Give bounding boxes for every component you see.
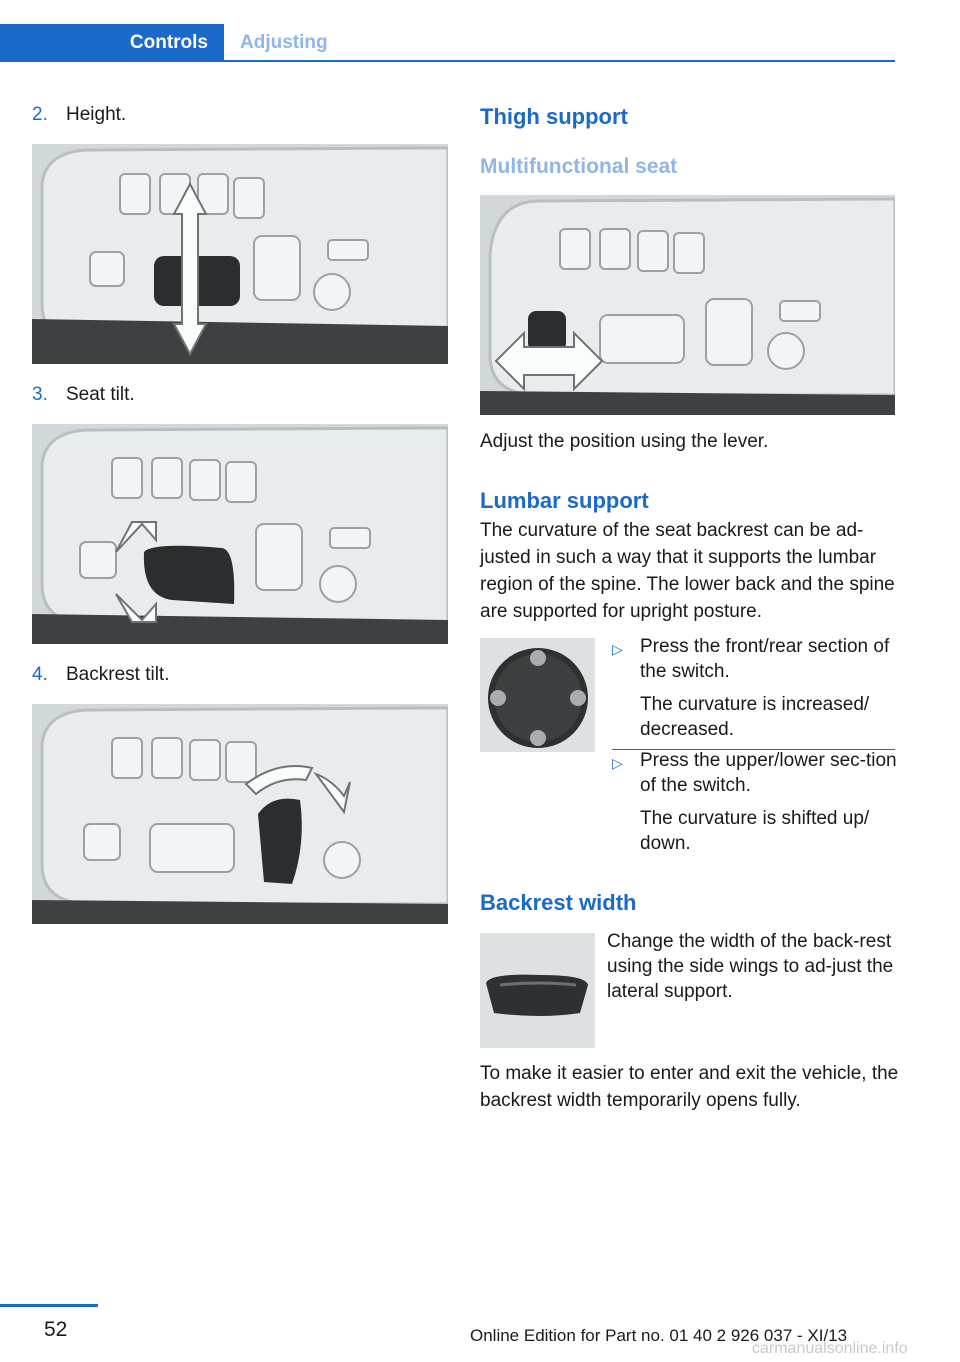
lumbar-support-text: The curvature of the seat backrest can b… <box>480 520 895 622</box>
watermark: carmanualsonline.info <box>752 1340 908 1357</box>
page-number: 52 <box>44 1318 68 1341</box>
height-illustration <box>32 144 448 364</box>
chapter-header: Controls Adjusting <box>0 24 895 62</box>
footer-rule <box>0 1304 98 1307</box>
lumbar-switch-illustration <box>480 638 595 752</box>
triangle-bullet-icon: ▷ <box>612 641 623 657</box>
step-seat-tilt: 3. Seat tilt. <box>32 384 135 406</box>
header-rule <box>224 60 895 62</box>
bullet-text: Press the upper/lower sec‐tion of the sw… <box>640 750 897 796</box>
bullet-text: Press the front/rear section of the swit… <box>640 636 890 682</box>
step-backrest-tilt: 4. Backrest tilt. <box>32 664 169 686</box>
step-label: Backrest tilt. <box>66 664 170 685</box>
step-number: 3. <box>32 384 48 405</box>
tab-controls[interactable]: Controls <box>0 24 224 62</box>
step-number: 2. <box>32 104 48 125</box>
step-label: Seat tilt. <box>66 384 135 405</box>
backrest-width-heading: Backrest width <box>480 890 637 915</box>
thigh-support-illustration <box>480 195 895 415</box>
backrest-width-text: Change the width of the back‐rest using … <box>607 931 894 1002</box>
step-height: 2. Height. <box>32 104 126 126</box>
backrest-tilt-illustration <box>32 704 448 924</box>
bullet-upper-lower: ▷ Press the upper/lower sec‐tion of the … <box>612 748 902 856</box>
triangle-bullet-icon: ▷ <box>612 755 623 771</box>
tab-adjusting[interactable]: Adjusting <box>240 32 328 53</box>
thigh-support-heading: Thigh support <box>480 104 628 129</box>
multifunctional-seat-heading: Multifunctional seat <box>480 155 678 178</box>
bullet-divider <box>612 749 895 750</box>
step-number: 4. <box>32 664 48 685</box>
bullet-subtext: The curvature is shifted up/ down. <box>640 808 870 854</box>
bullet-subtext: The curvature is increased/ decreased. <box>640 694 870 740</box>
step-label: Height. <box>66 104 127 125</box>
enter-exit-text: To make it easier to enter and exit the … <box>480 1063 899 1111</box>
bullet-front-rear: ▷ Press the front/rear section of the sw… <box>612 634 902 742</box>
seat-tilt-illustration <box>32 424 448 644</box>
edition-note: Online Edition for Part no. 01 40 2 926 … <box>470 1326 848 1345</box>
backrest-width-switch-illustration <box>480 933 595 1048</box>
lumbar-support-heading: Lumbar support <box>480 488 649 513</box>
thigh-support-text: Adjust the position using the lever. <box>480 431 769 452</box>
